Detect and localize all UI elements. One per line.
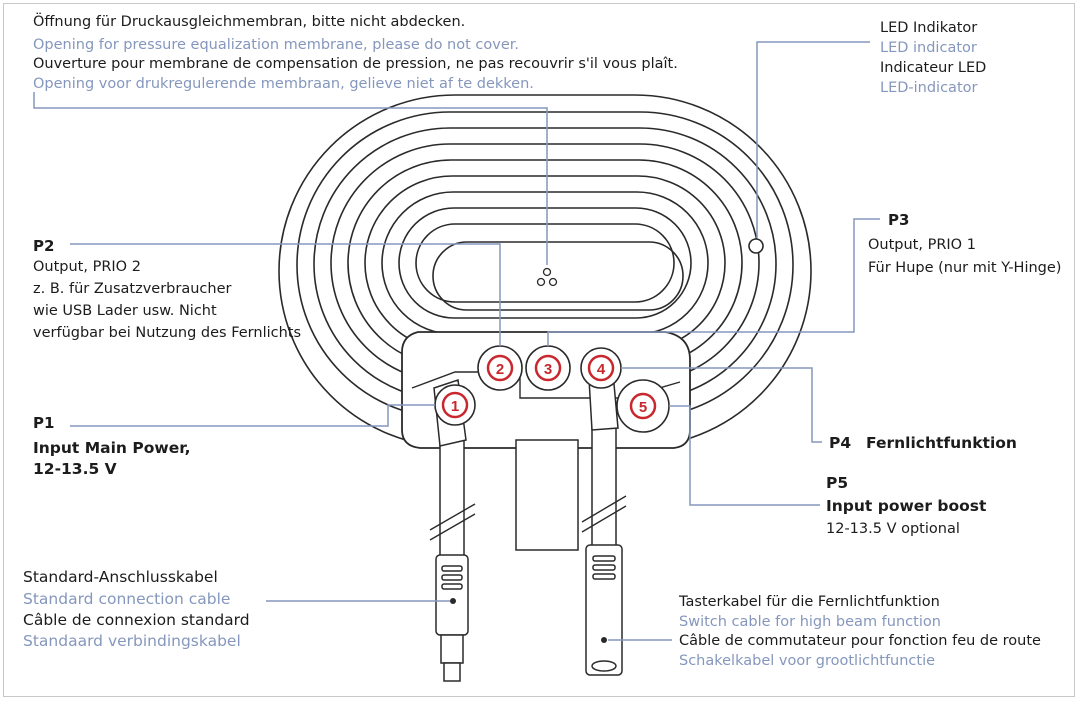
port-4-badge: 4 — [587, 354, 615, 382]
switch-cable-en: Switch cable for high beam function — [679, 614, 941, 630]
callout-pressure — [33, 92, 548, 265]
led-label-fr: Indicateur LED — [880, 60, 987, 76]
p2-line4: verfügbar bei Nutzung des Fernlichts — [33, 325, 302, 341]
std-plug-pin — [443, 662, 461, 682]
std-cable-body — [439, 439, 465, 561]
standard-cable — [435, 439, 469, 682]
p4-id: P4 — [829, 434, 852, 452]
callout-p4 — [621, 367, 822, 443]
diagram-frame — [3, 3, 1075, 697]
p3-line2: Für Hupe (nur mit Y-Hinge) — [868, 260, 1062, 276]
port-5-label: 5 — [639, 399, 647, 416]
led-label-en: LED indicator — [880, 40, 977, 56]
port-2-badge: 2 — [486, 354, 514, 382]
bracket — [515, 439, 579, 551]
std-plug-tip — [440, 634, 464, 664]
ridge-5 — [364, 175, 726, 351]
p2-line3: wie USB Lader usw. Nicht — [33, 303, 217, 319]
pressure-note-nl: Opening voor drukregulerende membraan, g… — [33, 76, 534, 92]
p5-line1: Input power boost — [826, 497, 987, 515]
port-1-badge: 1 — [441, 391, 469, 419]
callout-led — [756, 41, 870, 238]
switch-socket-opening — [591, 660, 617, 672]
led-label-de: LED Indikator — [880, 20, 978, 36]
std-cable-nl: Standaard verbindingskabel — [23, 632, 241, 650]
p1-line2: 12-13.5 V — [33, 460, 117, 478]
p2-line1: Output, PRIO 2 — [33, 259, 141, 275]
switch-cable-fr: Câble de commutateur pour fonction feu d… — [679, 633, 1041, 649]
p1-id: P1 — [33, 414, 55, 432]
membrane-icon — [536, 267, 558, 287]
port-3-badge: 3 — [534, 354, 562, 382]
port-5-badge: 5 — [629, 392, 657, 420]
port-3-label: 3 — [544, 361, 552, 378]
switch-cable-nl: Schakelkabel voor grootlichtfunctie — [679, 653, 936, 669]
p2-id: P2 — [33, 237, 55, 255]
switch-cable-de: Tasterkabel für die Fernlichtfunktion — [679, 594, 940, 610]
std-cable-de: Standard-Anschlusskabel — [23, 568, 218, 586]
pressure-note-fr: Ouverture pour membrane de compensation … — [33, 56, 678, 72]
callout-lines — [33, 41, 880, 641]
pressure-note-de: Öffnung für Druckausgleichmembran, bitte… — [33, 14, 466, 30]
pressure-note-en: Opening for pressure equalization membra… — [33, 37, 519, 53]
led-label-nl: LED-indicator — [880, 80, 978, 96]
inner-panel — [432, 241, 684, 311]
p3-id: P3 — [888, 211, 910, 229]
ridge-7 — [398, 207, 692, 319]
switch-cable-body — [591, 424, 617, 551]
std-cable-en: Standard connection cable — [23, 590, 231, 608]
port-badges: 1 2 3 4 5 — [441, 354, 657, 420]
switch-cable — [585, 424, 623, 676]
p5-id: P5 — [826, 474, 849, 492]
callout-p5 — [669, 405, 820, 506]
callout-p1 — [70, 404, 435, 427]
p5-line2: 12-13.5 V optional — [826, 521, 960, 537]
std-cable-fr: Câble de connexion standard — [23, 611, 250, 629]
led-icon — [748, 238, 764, 254]
callout-p3 — [547, 218, 880, 346]
ridge-8 — [415, 223, 675, 303]
p3-line1: Output, PRIO 1 — [868, 237, 976, 253]
callout-p2 — [70, 243, 501, 346]
p1-line1: Input Main Power, — [33, 439, 191, 457]
p4-label: Fernlichtfunktion — [866, 434, 1017, 452]
port-4-label: 4 — [597, 361, 606, 378]
port-1-label: 1 — [451, 398, 459, 415]
p2-line2: z. B. für Zusatzverbraucher — [33, 281, 232, 297]
port-2-label: 2 — [496, 361, 504, 378]
